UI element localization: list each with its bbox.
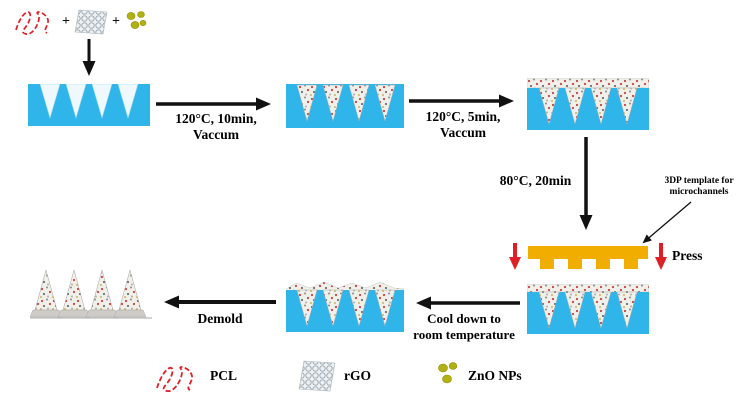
step2-line2: Vaccum (440, 125, 486, 140)
composite-cone (564, 291, 586, 329)
legend-pcl-text: PCL (210, 368, 237, 383)
microneedle-base (29, 309, 63, 318)
template-note-line2: microchannels (669, 187, 729, 197)
legend-pcl-label: PCL (210, 368, 260, 384)
step1-label: 120°C, 10min, Vaccum (150, 111, 282, 143)
legend-rgo-text: rGO (344, 368, 371, 383)
step2-label: 120°C, 5min, Vaccum (400, 109, 526, 141)
cooldown-line1: Cool down to (427, 311, 501, 326)
step1-line1: 120°C, 10min, (175, 111, 257, 126)
press-label: Press (672, 248, 728, 264)
microneedle-cone (34, 269, 58, 311)
microneedle-cone (90, 269, 114, 311)
microneedle-cone (118, 269, 142, 311)
pcl-polymer-icon (15, 11, 49, 35)
composite-cone (538, 291, 560, 329)
mold-cavity (117, 84, 139, 120)
legend-pcl-icon (156, 366, 193, 392)
mold-cooled (286, 281, 404, 332)
template-bar (528, 246, 648, 259)
legend-zno-icon (438, 362, 458, 384)
mold-pressed (527, 284, 649, 334)
composite-cone (590, 87, 612, 125)
press-arrow-right (655, 243, 667, 270)
press-arrow-left (509, 243, 521, 270)
microneedle-base (85, 309, 119, 318)
composite-cone (616, 291, 638, 329)
composite-cone (296, 84, 318, 122)
composite-cone (590, 291, 612, 329)
step3-text: 80°C, 20min (499, 173, 572, 188)
composite-cone (374, 84, 396, 122)
legend-zno-label: ZnO NPs (468, 368, 548, 384)
template-pointer-arrow (642, 201, 692, 244)
microchannel-template (528, 246, 648, 269)
microneedle-base (113, 309, 147, 318)
composite-cone (564, 87, 586, 125)
step2-line1: 120°C, 5min, (425, 109, 501, 124)
composite-cone (374, 289, 396, 327)
composite-cone (322, 289, 344, 327)
microneedle-base (57, 309, 91, 318)
composite-cone (322, 84, 344, 122)
step3-label: 80°C, 20min (488, 173, 583, 189)
arrow-demold (164, 295, 276, 309)
plus-sign: + (62, 14, 70, 29)
composite-cone (538, 87, 560, 125)
arrow-step2 (409, 94, 514, 108)
template-note: 3DP template for microchannels (650, 176, 748, 198)
composite-layer (286, 281, 404, 292)
template-tooth (624, 259, 638, 269)
composite-layer (527, 78, 649, 89)
arrow-step3 (579, 137, 593, 230)
plus-sign: + (111, 14, 120, 29)
arrow-cooldown (416, 296, 520, 310)
composite-layer (527, 284, 649, 293)
composite-cone (348, 84, 370, 122)
template-tooth (540, 259, 554, 269)
step1-line2: Vaccum (193, 127, 239, 142)
arrow-step1 (156, 97, 271, 111)
zno-nps-icon (126, 11, 147, 29)
legend-rgo-icon (298, 360, 336, 392)
cooldown-label: Cool down to room temperature (398, 311, 530, 343)
composite-cone (616, 87, 638, 125)
mold-cavity (39, 84, 61, 120)
mold-cavity (65, 84, 87, 120)
legend-rgo-label: rGO (344, 368, 394, 384)
template-tooth (568, 259, 582, 269)
arrow-down-materials (82, 39, 96, 76)
template-note-line1: 3DP template for (664, 176, 734, 186)
microneedle-array (29, 269, 152, 319)
press-text: Press (672, 248, 703, 263)
legend-zno-text: ZnO NPs (468, 368, 522, 383)
demold-text: Demold (197, 311, 243, 326)
composite-cone (296, 289, 318, 327)
mold-filled (286, 84, 404, 128)
microneedle-cone (62, 269, 86, 311)
mold-empty (28, 84, 150, 126)
rgo-sheet-icon (74, 9, 108, 35)
composite-cone (348, 289, 370, 327)
template-tooth (596, 259, 610, 269)
mold-cavity (91, 84, 113, 120)
demold-label: Demold (170, 311, 270, 327)
mold-filled-with-layer (527, 78, 649, 130)
materials-row: + + (12, 6, 150, 38)
cooldown-line2: room temperature (413, 327, 515, 342)
